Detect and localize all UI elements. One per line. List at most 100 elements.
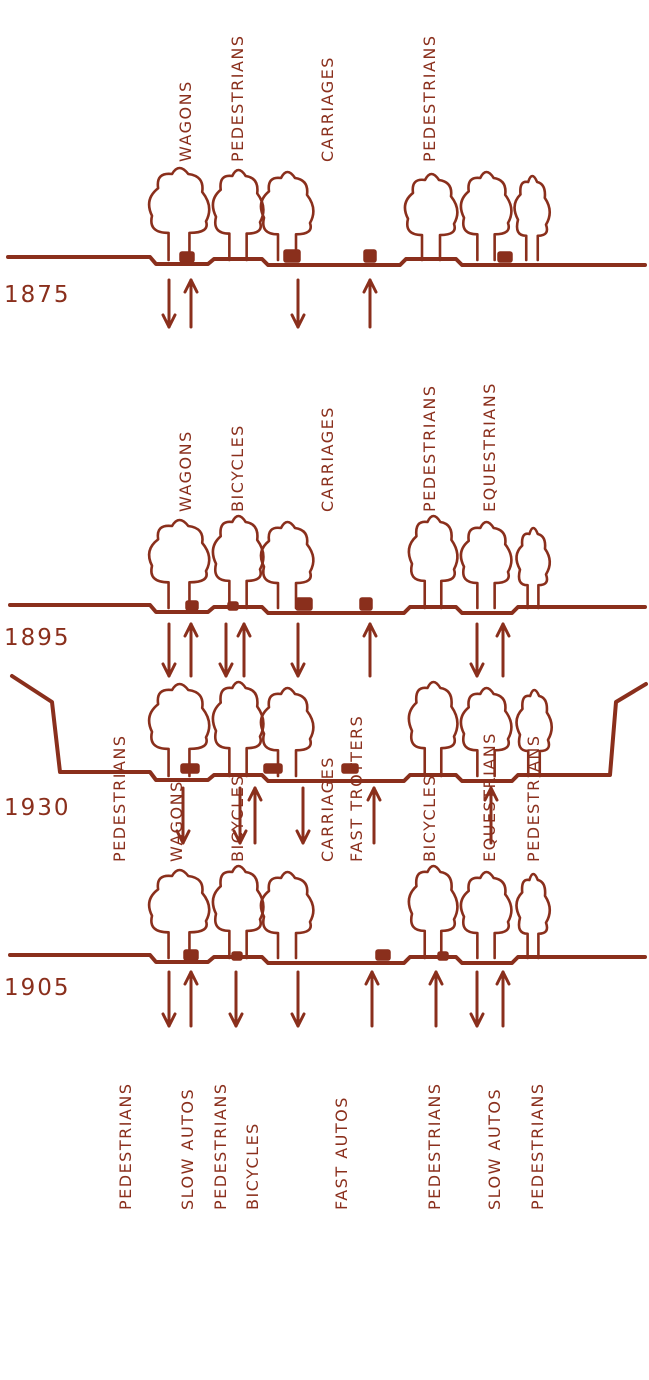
lane-label: CARRIAGES xyxy=(318,406,337,512)
year-label: 1895 xyxy=(4,625,71,651)
lane-label: PEDESTRIANS xyxy=(420,384,439,512)
vehicle-figure xyxy=(231,951,243,961)
tree-outline xyxy=(515,688,553,778)
tree-outline xyxy=(407,514,459,610)
lane-label: FAST TROTTERS xyxy=(347,715,366,862)
arrow-down-icon xyxy=(290,970,306,1028)
arrow-down-icon xyxy=(295,786,311,845)
lane-label: PEDESTRIANS xyxy=(110,734,129,862)
vehicle-figure xyxy=(375,949,391,961)
arrow-up-icon xyxy=(428,970,444,1028)
arrow-up-icon xyxy=(495,970,511,1028)
arrow-up-icon xyxy=(236,622,252,678)
tree-outline xyxy=(147,682,211,778)
tree-outline xyxy=(407,864,459,960)
lane-label: EQUESTRIANS xyxy=(480,382,499,512)
tree-outline xyxy=(211,680,265,778)
arrow-up-icon xyxy=(483,786,499,845)
lane-label: CARRIAGES xyxy=(318,756,337,862)
vehicle-figure xyxy=(180,763,200,774)
tree-outline xyxy=(259,170,315,262)
tree-outline xyxy=(515,872,552,960)
arrow-down-icon xyxy=(161,970,177,1028)
arrow-up-icon xyxy=(362,622,378,678)
vehicle-figure xyxy=(295,597,313,611)
tree-outline xyxy=(211,514,265,610)
lane-label: PEDESTRIANS xyxy=(420,34,439,162)
street-section-line xyxy=(8,953,647,965)
lane-label: BICYCLES xyxy=(243,1122,262,1210)
arrow-up-icon xyxy=(495,622,511,678)
tree-outline xyxy=(407,680,459,778)
lane-label: BICYCLES xyxy=(228,774,247,862)
tree-outline xyxy=(459,520,513,610)
vehicle-figure xyxy=(359,597,373,611)
tree-outline xyxy=(459,686,513,778)
lane-label: FAST AUTOS xyxy=(332,1096,351,1210)
vehicle-figure xyxy=(263,763,283,774)
street-section-line xyxy=(6,255,647,267)
tree-outline xyxy=(211,168,265,262)
year-label: 1930 xyxy=(4,795,71,821)
arrow-down-icon xyxy=(161,278,177,329)
tree-outline xyxy=(513,174,551,262)
arrow-down-icon xyxy=(175,786,191,845)
tree-outline xyxy=(147,868,211,960)
arrow-down-icon xyxy=(218,622,234,678)
vehicle-figure xyxy=(183,949,199,961)
lane-label: PEDESTRIANS xyxy=(425,1082,444,1210)
arrow-up-icon xyxy=(362,278,378,329)
arrow-up-icon xyxy=(183,278,199,329)
arrow-down-icon xyxy=(469,622,485,678)
lane-label: PEDESTRIANS xyxy=(116,1082,135,1210)
tree-outline xyxy=(259,520,315,610)
panel-1930: PEDESTRIANS SLOW AUTOS PEDESTRIANS BICYCLES… xyxy=(4,674,648,1210)
vehicle-figure xyxy=(227,601,239,611)
tree-outline xyxy=(211,864,265,960)
tree-outline xyxy=(459,170,513,262)
vehicle-figure xyxy=(437,951,449,961)
lane-label: SLOW AUTOS xyxy=(485,1088,504,1210)
lane-label: PEDESTRIANS xyxy=(528,1082,547,1210)
lane-label: WAGONS xyxy=(176,80,195,162)
panel-1875: WAGONS PEDESTRIANS CARRIAGES PEDESTRIANS 187… xyxy=(4,34,647,329)
arrow-down-icon xyxy=(228,970,244,1028)
tree-outline xyxy=(515,526,552,610)
arrow-down-icon xyxy=(469,970,485,1028)
arrow-down-icon xyxy=(232,786,248,845)
arrow-up-icon xyxy=(183,970,199,1028)
lane-label: BICYCLES xyxy=(228,424,247,512)
arrow-down-icon xyxy=(290,622,306,678)
tree-outline xyxy=(147,166,211,262)
vehicle-figure xyxy=(341,763,359,774)
street-section-line xyxy=(10,674,648,783)
lane-label: BICYCLES xyxy=(420,774,439,862)
arrow-up-icon xyxy=(366,786,382,845)
arrow-down-icon xyxy=(290,278,306,329)
year-label: 1875 xyxy=(4,282,71,308)
panel-1895: WAGONS BICYCLES CARRIAGES PEDESTRIANS EQUEST… xyxy=(4,382,647,678)
arrow-up-icon xyxy=(183,622,199,678)
tree-outline xyxy=(259,686,315,778)
arrow-down-icon xyxy=(161,622,177,678)
lane-label: CARRIAGES xyxy=(318,56,337,162)
vehicle-figure xyxy=(283,249,301,263)
lane-label: SLOW AUTOS xyxy=(178,1088,197,1210)
tree-outline xyxy=(459,870,513,960)
vehicle-figure xyxy=(497,251,513,263)
street-section-line xyxy=(8,603,647,615)
vehicle-figure xyxy=(179,251,195,263)
tree-outline xyxy=(403,172,459,262)
vehicle-figure xyxy=(363,249,377,263)
lane-label: WAGONS xyxy=(176,430,195,512)
arrow-up-icon xyxy=(247,786,263,845)
arrow-up-icon xyxy=(364,970,380,1028)
lane-label: PEDESTRIANS xyxy=(228,34,247,162)
lane-label: PEDESTRIANS xyxy=(211,1082,230,1210)
year-label: 1905 xyxy=(4,975,71,1001)
vehicle-figure xyxy=(185,600,199,611)
tree-outline xyxy=(147,518,211,610)
